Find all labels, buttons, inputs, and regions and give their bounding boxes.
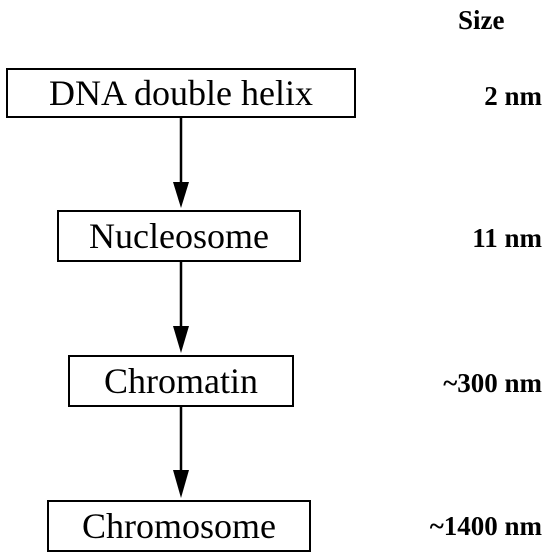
arrow-helix-to-nucleosome <box>173 118 189 208</box>
arrow-nucleosome-to-chromatin <box>173 262 189 353</box>
size-dna-double-helix: 2 nm <box>484 81 542 111</box>
size-chromatin: ~300 nm <box>443 368 542 398</box>
node-nucleosome: Nucleosome <box>57 210 301 262</box>
node-chromatin: Chromatin <box>68 355 294 407</box>
size-nucleosome: 11 nm <box>472 223 542 253</box>
node-dna-double-helix: DNA double helix <box>6 68 356 118</box>
size-chromosome: ~1400 nm <box>429 511 542 541</box>
arrow-chromatin-to-chromosome <box>173 407 189 498</box>
size-column-header: Size <box>458 5 505 35</box>
node-chromosome: Chromosome <box>47 500 311 552</box>
